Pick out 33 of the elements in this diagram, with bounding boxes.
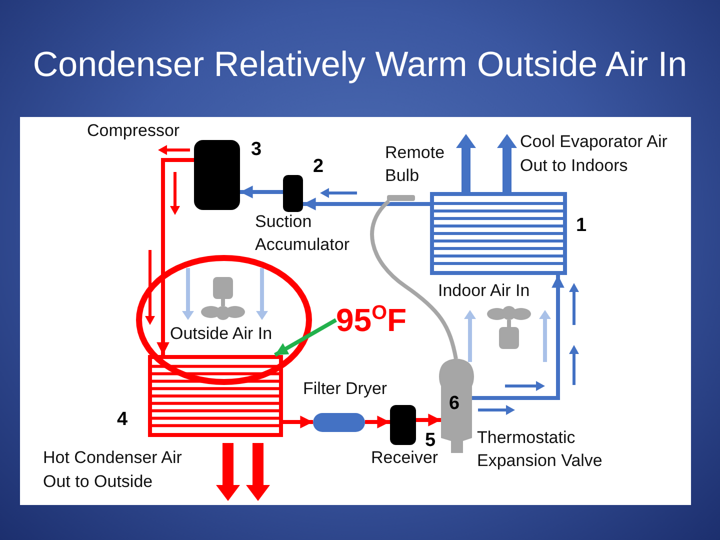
component-number: 1 xyxy=(576,215,587,236)
suction-accumulator xyxy=(283,175,303,212)
airflow-label: Outside Air In xyxy=(170,323,272,345)
refrigerant-line xyxy=(283,416,313,428)
receiver-tank xyxy=(390,405,416,445)
refrigerant-line xyxy=(156,158,194,355)
airflow-label: Cool Evaporator Air Out to Indoors xyxy=(520,131,668,177)
airflow-label: Indoor Air In xyxy=(438,280,530,302)
pointer-arrow xyxy=(274,318,337,357)
capillary-tube xyxy=(370,200,458,360)
remote-bulb xyxy=(387,195,415,201)
component-label: Remote Bulb xyxy=(385,142,446,187)
refrigerant-line xyxy=(365,416,390,428)
component-label: Thermostatic Expansion Valve xyxy=(477,427,604,472)
refrigerant-line xyxy=(416,414,441,426)
airflow-label: Hot Condenser Air Out to Outside xyxy=(43,447,183,493)
refrigerant-line xyxy=(240,186,283,198)
filter-dryer xyxy=(313,413,365,432)
temperature-label: 95$^{O}$F xyxy=(336,300,407,340)
refrigerant-line xyxy=(303,198,430,210)
compressor xyxy=(194,140,240,210)
component-number: 3 xyxy=(251,139,262,160)
component-label: Suction Accumulator xyxy=(255,211,350,256)
component-label: Filter Dryer xyxy=(303,378,388,400)
condenser-coil xyxy=(148,355,283,437)
evaporator-coil xyxy=(430,192,567,275)
slide-title: Condenser Relatively Warm Outside Air In xyxy=(32,44,688,86)
component-label: Compressor xyxy=(87,120,180,142)
component-number: 2 xyxy=(313,156,324,177)
refrigerant-line xyxy=(472,275,564,400)
expansion-valve xyxy=(437,358,476,453)
component-number: 6 xyxy=(449,393,460,414)
component-number: 4 xyxy=(117,409,128,430)
